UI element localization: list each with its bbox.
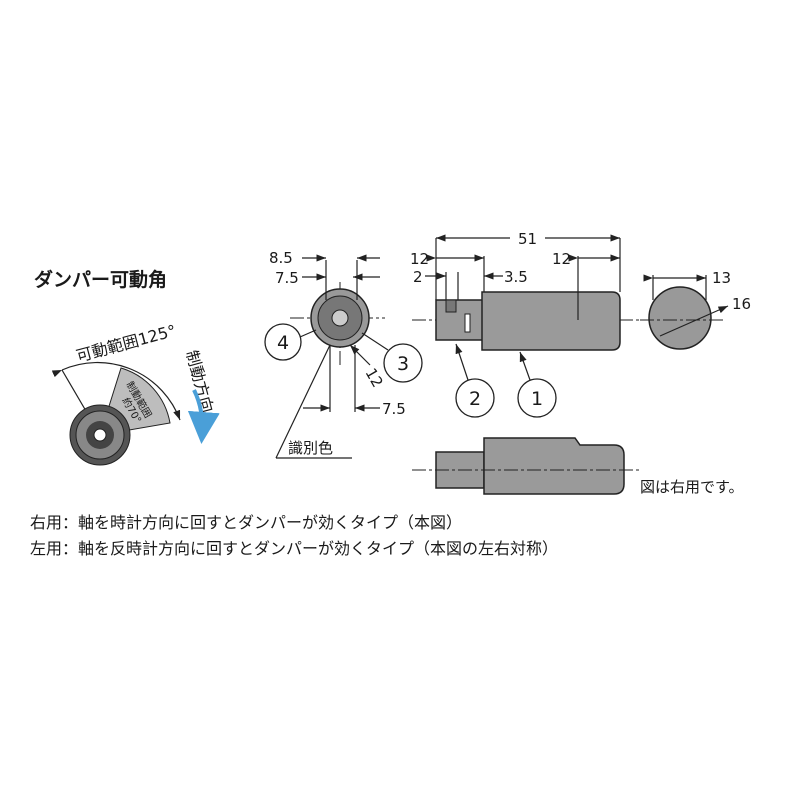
callout-1: [517, 378, 557, 418]
callout-4: [264, 323, 302, 361]
end-view: 13 16: [640, 269, 751, 350]
dim-8-5: 8.5: [269, 249, 293, 267]
svg-text:4: 4: [277, 332, 289, 354]
dim-2: 2: [413, 268, 423, 286]
side-view: 51 12 12 2 3.5 2 1: [410, 230, 650, 418]
damper-angle-figure: 可動範囲125° 制動範囲 約70° 制動方向: [51, 321, 220, 466]
part-1-body: [481, 291, 621, 351]
dim-51: 51: [518, 230, 537, 248]
identification-color-label: 識別色: [288, 439, 333, 457]
section-title: ダンパー可動角: [34, 268, 167, 291]
dim-7-5-top: 7.5: [275, 269, 299, 287]
range-arc: [51, 361, 181, 421]
right-hand-note: 図は右用です。: [640, 478, 744, 496]
movable-range-label: 可動範囲125°: [74, 321, 178, 366]
dim-7-5-bottom: 7.5: [382, 400, 406, 418]
dim-12-diag: 12: [362, 365, 387, 391]
dim-16: 16: [732, 295, 751, 313]
bottom-view: 図は右用です。: [412, 437, 744, 496]
svg-text:1: 1: [531, 388, 543, 410]
dim-12-right: 12: [552, 250, 571, 268]
braking-direction-arrow-icon: [187, 389, 220, 444]
callout-2: [455, 378, 495, 418]
dim-13: 13: [712, 269, 731, 287]
dim-3-5: 3.5: [504, 268, 528, 286]
callout-3: [383, 343, 423, 383]
svg-text:3: 3: [397, 353, 409, 375]
dim-12-left: 12: [410, 250, 429, 268]
description-right-hand: 右用：軸を時計方向に回すとダンパーが効くタイプ（本図）: [30, 513, 462, 532]
part-2-shaft: [435, 299, 485, 341]
description-left-hand: 左用：軸を反時計方向に回すとダンパーが効くタイプ（本図の左右対称）: [30, 539, 558, 558]
svg-text:2: 2: [469, 388, 481, 410]
front-view: 8.5 7.5 7.5 12 4 3 識別色: [264, 249, 423, 459]
